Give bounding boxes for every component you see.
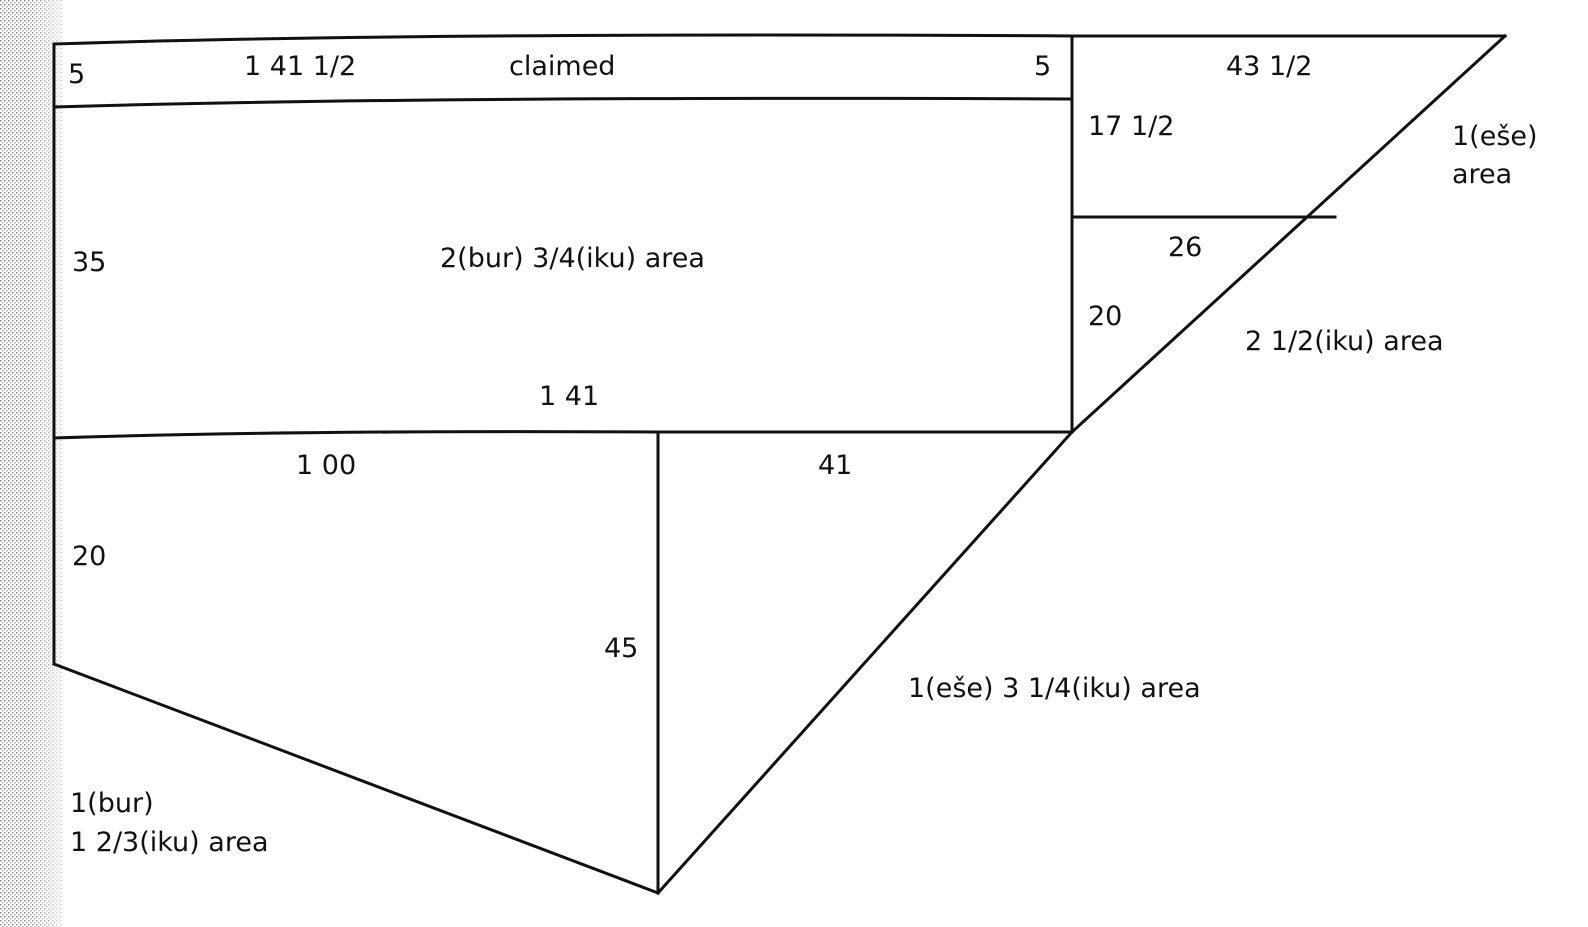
main-rect-bottom-side-label: 1 41: [539, 381, 599, 412]
right-diagonal-line: [655, 33, 1508, 896]
main-rect-bottom-line: [52, 430, 1074, 440]
top-right-area-line2-label: area: [1452, 159, 1512, 190]
top-right-area-line1-label: 1(eše): [1452, 121, 1538, 152]
left-edge-texture: [0, 0, 78, 927]
top-right-height-label: 17 1/2: [1088, 111, 1174, 142]
bottom-slant-line: [52, 662, 660, 895]
bottom-left-top-side-label: 1 00: [296, 450, 356, 481]
mid-right-area-label: 2 1/2(iku) area: [1245, 326, 1444, 357]
top-strip-status-label: claimed: [509, 51, 615, 82]
strip-divider-line: [52, 96, 1074, 109]
main-rect-height-label: 35: [72, 247, 106, 278]
measurement-labels: 5 1 41 1/2 claimed 5 43 1/2 17 1/2 1(eše…: [68, 51, 1538, 858]
field-outline: [52, 33, 1508, 896]
bottom-left-area-line2-label: 1 2/3(iku) area: [70, 827, 269, 858]
top-edge-line: [52, 33, 1507, 46]
main-rect-area-label: 2(bur) 3/4(iku) area: [440, 243, 705, 274]
top-right-top-side-label: 43 1/2: [1226, 51, 1312, 82]
bottom-left-area-line1-label: 1(bur): [70, 788, 154, 819]
bottom-right-top-side-label: 41: [818, 450, 852, 481]
top-strip-left-width-label: 5: [68, 59, 85, 90]
bottom-left-left-side-label: 20: [72, 541, 106, 572]
mid-right-top-side-label: 26: [1168, 232, 1202, 263]
top-strip-right-width-label: 5: [1034, 51, 1051, 82]
bottom-right-area-label: 1(eše) 3 1/4(iku) area: [908, 673, 1201, 704]
mid-right-height-label: 20: [1088, 301, 1122, 332]
bottom-left-right-side-label: 45: [604, 633, 638, 664]
top-strip-length-label: 1 41 1/2: [244, 51, 356, 82]
